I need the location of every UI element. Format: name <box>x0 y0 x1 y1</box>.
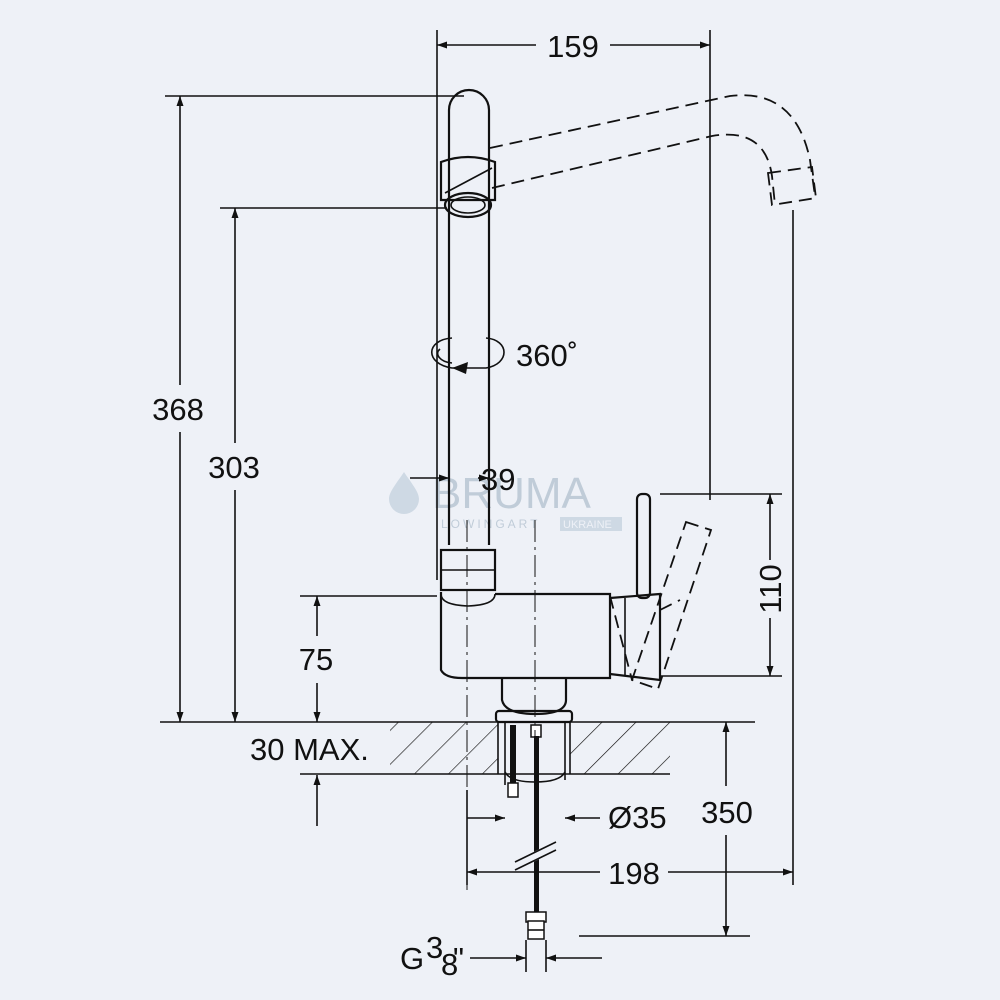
dim-198: 198 <box>608 856 660 891</box>
watermark: BRUMA LOWINGART UKRAINE <box>389 469 622 531</box>
deck-section <box>160 721 755 775</box>
spout-swing-dashed <box>489 94 818 207</box>
extension-lines <box>165 30 794 972</box>
thread-prefix: G <box>400 941 424 976</box>
dim-39: 39 <box>481 462 515 497</box>
thread-sub: 8 <box>441 947 458 982</box>
watermark-tagline: LOWINGART <box>441 517 540 531</box>
thread-label: G 3 8 " <box>400 930 464 982</box>
rotation-label: 360˚ <box>516 338 578 373</box>
watermark-badge: UKRAINE <box>563 519 612 531</box>
dimension-lines <box>176 41 793 962</box>
drop-logo-icon <box>389 472 419 514</box>
dim-75: 75 <box>299 642 333 677</box>
dim-159: 159 <box>547 29 599 64</box>
lever-swing-dashed <box>609 520 713 691</box>
dim-303: 303 <box>208 450 260 485</box>
dim-hole-diameter: Ø35 <box>608 800 667 835</box>
thread-sup: 3 <box>426 930 443 965</box>
watermark-brand: BRUMA <box>432 469 592 518</box>
rotation-arrow <box>431 337 505 374</box>
dim-deck-thickness: 30 MAX. <box>250 732 369 767</box>
dim-368: 368 <box>152 392 204 427</box>
dimension-labels: 159 368 303 360˚ 39 110 75 30 MAX. Ø35 3… <box>152 29 788 982</box>
faucet-outline <box>439 88 662 785</box>
dim-350: 350 <box>701 795 753 830</box>
thread-suffix: " <box>453 941 464 976</box>
center-lines <box>466 520 536 890</box>
dim-110: 110 <box>753 564 788 613</box>
supply-hoses <box>507 724 558 940</box>
